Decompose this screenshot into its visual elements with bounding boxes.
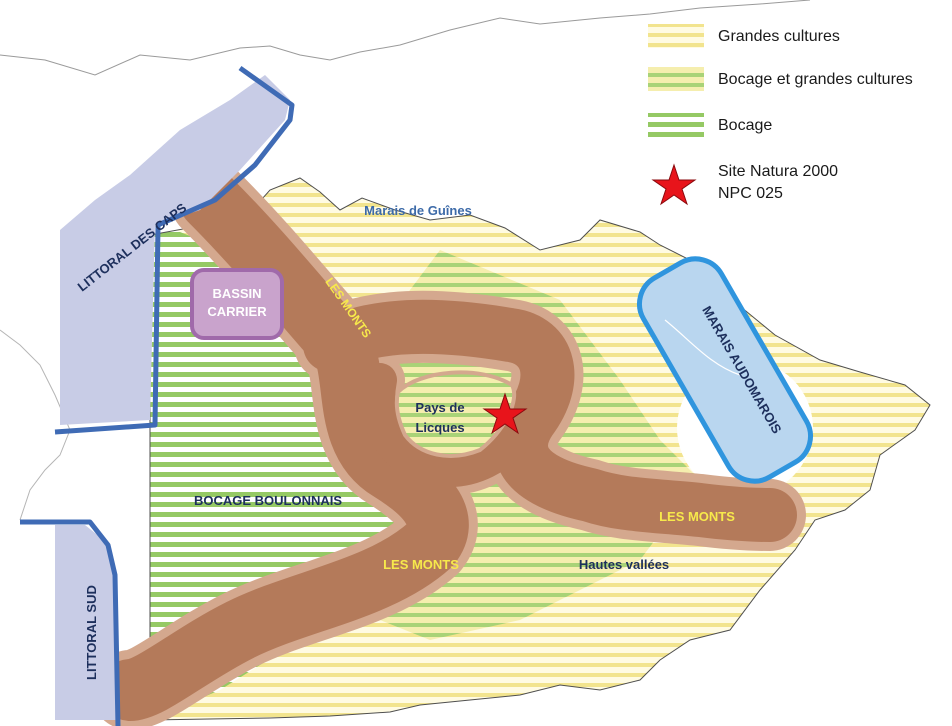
legend: Grandes cultures Bocage et grandes cultu… (648, 24, 913, 206)
legend-label-site-natura: Site Natura 2000 (718, 163, 838, 180)
littoral-sud-border (20, 519, 121, 726)
legend-swatch-grandes-cultures (648, 24, 704, 48)
legend-star-icon (651, 163, 697, 206)
label-bassin-carrier-line2: CARRIER (207, 304, 267, 319)
legend-label-grandes-cultures: Grandes cultures (718, 28, 840, 45)
label-les-monts-east: LES MONTS (659, 509, 735, 524)
label-hautes-vallees: Hautes vallées (579, 557, 669, 572)
label-marais-de-guines: Marais de Guînes (364, 203, 472, 218)
bassin-carrier-zone (190, 268, 284, 340)
les-monts-core (99, 169, 797, 721)
coastline-west (0, 329, 71, 521)
river-line (664, 319, 741, 376)
label-les-monts-south: LES MONTS (383, 557, 459, 572)
label-pays-de-licques-line1: Pays de (415, 400, 464, 415)
land-boundary (149, 177, 931, 721)
label-littoral-sud: LITTORAL SUD (84, 585, 99, 680)
label-bassin-carrier-line1: BASSIN (212, 286, 261, 301)
marais-audomarois-zone (637, 256, 813, 484)
legend-label-bocage-grandes-cultures: Bocage et grandes cultures (718, 71, 913, 88)
legend-swatch-bocage (648, 113, 704, 137)
pays-de-licques-island (394, 370, 517, 458)
littoral-des-caps-border (54, 65, 295, 435)
legend-label-site-code: NPC 025 (718, 185, 783, 202)
coastline (0, 0, 811, 76)
littoral-sud-zone (55, 525, 118, 720)
label-bocage-boulonnais: BOCAGE BOULONNAIS (194, 493, 342, 508)
natura-site-star-icon (482, 392, 528, 435)
legend-label-bocage: Bocage (718, 117, 772, 134)
label-pays-de-licques-line2: Licques (415, 420, 464, 435)
littoral-des-caps-zone (60, 75, 290, 425)
legend-swatch-bocage-grandes-cultures (648, 67, 704, 91)
